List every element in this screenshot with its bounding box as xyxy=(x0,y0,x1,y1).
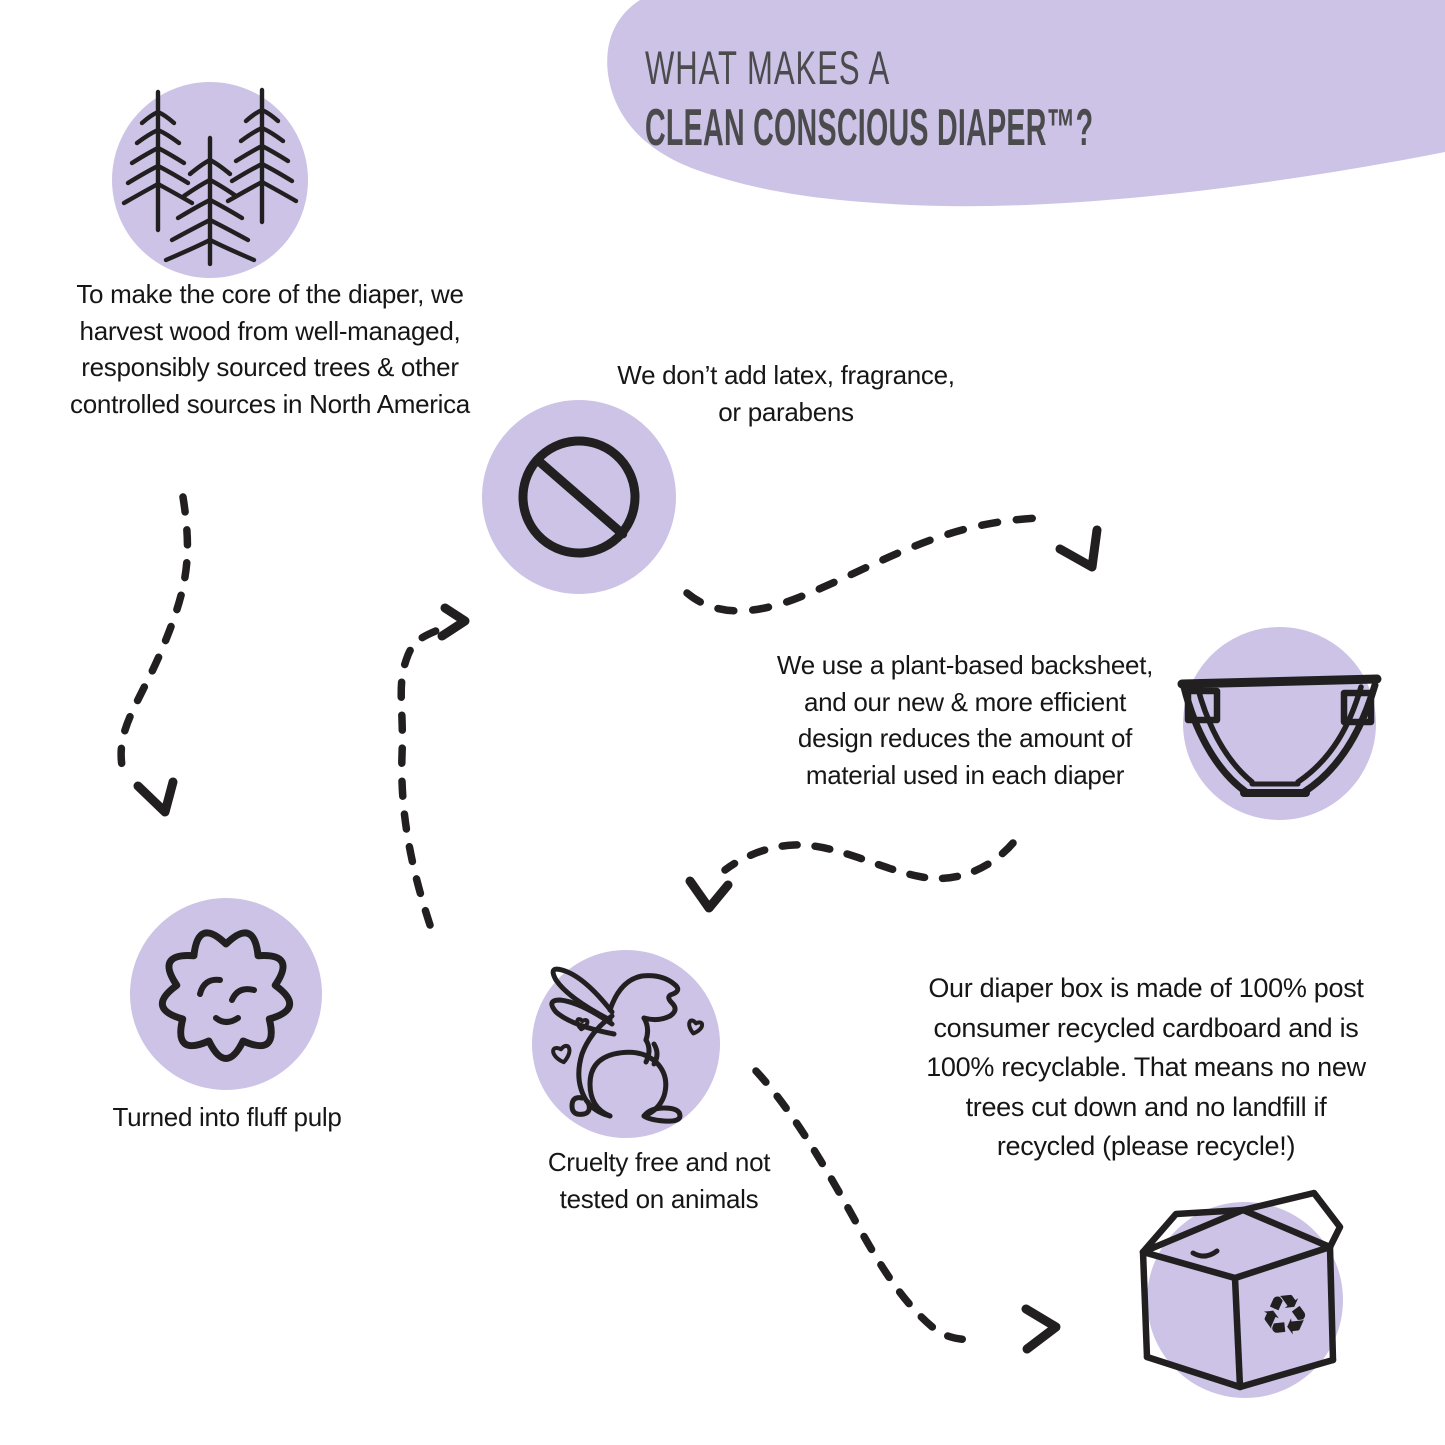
caption-line: responsibly sourced trees & other xyxy=(81,352,459,382)
caption-line: controlled sources in North America xyxy=(70,388,470,419)
recycle-symbol: ♻ xyxy=(1256,1282,1313,1352)
caption-line: tested on animals xyxy=(559,1183,759,1214)
title-background-blob xyxy=(607,0,1445,207)
no-symbol-icon xyxy=(518,436,640,558)
no-additives-caption: We don’t add latex, fragrance, or parabe… xyxy=(617,357,955,430)
cruelty-free-caption: Cruelty free and not tested on animals xyxy=(547,1144,771,1217)
caption-line: We use a plant-based backsheet, xyxy=(776,650,1154,680)
caption-line: We don’t add latex, fragrance, xyxy=(617,360,955,390)
arrow-fluff-to-no-additives xyxy=(397,603,470,929)
diaper-icon xyxy=(1177,674,1382,797)
caption-line: trees cut down and no landfill if xyxy=(965,1091,1327,1122)
caption-line: material used in each diaper xyxy=(805,759,1125,790)
page-title: WHAT MAKES A CLEAN CONSCIOUS DIAPER™? xyxy=(645,41,1445,157)
caption-line: To make the core of the diaper, we xyxy=(76,279,464,309)
pine-trees-icon xyxy=(121,87,299,267)
box-caption: Our diaper box is made of 100% post cons… xyxy=(926,969,1366,1167)
caption-line: recycled (please recycle!) xyxy=(996,1131,1296,1161)
fluff-pulp-icon xyxy=(158,929,294,1062)
caption-line: and our new & more efficient xyxy=(803,686,1127,717)
recycled-box-icon: ♻ xyxy=(1139,1189,1344,1391)
arrow-trees-to-fluff xyxy=(117,493,192,817)
arrow-cruelty-free-to-box xyxy=(752,1067,1061,1354)
trees-caption: To make the core of the diaper, we harve… xyxy=(70,276,470,422)
title-line-2: CLEAN CONSCIOUS DIAPER™? xyxy=(645,98,1094,157)
title-line-1: WHAT MAKES A xyxy=(645,41,891,94)
caption-line: 100% recyclable. That means no new xyxy=(926,1052,1366,1082)
bunny-icon xyxy=(532,966,722,1124)
backsheet-caption: We use a plant-based backsheet, and our … xyxy=(777,647,1153,793)
fluff-caption: Turned into fluff pulp xyxy=(113,1099,342,1136)
caption-line: Cruelty free and not xyxy=(547,1147,771,1177)
caption-line: consumer recycled cardboard and is xyxy=(933,1012,1359,1043)
caption-line: or parabens xyxy=(718,396,854,427)
arrow-backsheet-to-cruelty-free xyxy=(685,839,1017,913)
caption-line: harvest wood from well-managed, xyxy=(79,315,461,346)
caption-line: Turned into fluff pulp xyxy=(112,1102,342,1132)
arrow-no-additives-to-backsheet xyxy=(683,514,1102,615)
caption-line: Our diaper box is made of 100% post xyxy=(928,973,1364,1003)
caption-line: design reduces the amount of xyxy=(797,723,1133,753)
